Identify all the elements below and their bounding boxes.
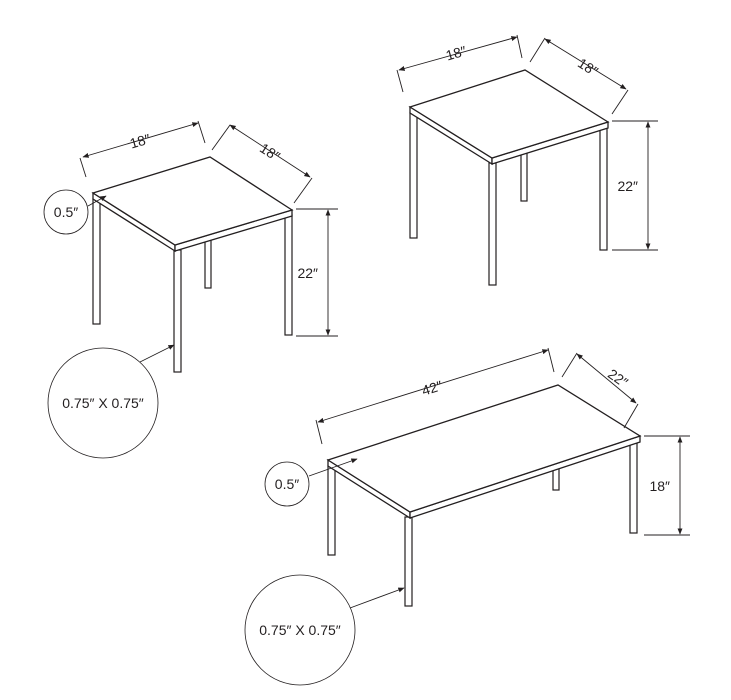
end-table-right: 18″ 18″ 22″ [396, 34, 658, 286]
leg-left [92, 198, 101, 325]
leg-size-callout [244, 574, 356, 686]
leg-right [284, 214, 293, 336]
thickness-label: 0.5″ [54, 204, 78, 220]
width-label: 42″ [420, 377, 444, 398]
width-label: 18″ [128, 130, 152, 151]
depth-label: 22″ [605, 366, 631, 391]
leg-front [404, 516, 413, 607]
depth-label: 18″ [575, 55, 601, 80]
tabletop [91, 156, 294, 246]
leg-size-label: 0.75″ X 0.75″ [259, 622, 341, 638]
height-label: 22″ [617, 178, 638, 194]
leg-size-label: 0.75″ X 0.75″ [62, 395, 144, 411]
width-dimension [82, 122, 199, 158]
width-dimension [317, 349, 549, 423]
width-dimension [398, 36, 518, 71]
depth-dimension [229, 124, 311, 178]
leg-right [599, 126, 608, 251]
thickness-callout [264, 461, 310, 507]
depth-label: 18″ [257, 140, 283, 165]
tabletop [408, 69, 610, 159]
height-label: 22″ [297, 265, 318, 281]
thickness-callout [43, 189, 89, 235]
leg-right [629, 440, 638, 534]
coffee-table: 42″ 22″ 18″ 0.5″ 0.75″ X 0.75″ [244, 347, 690, 686]
depth-dimension [576, 353, 637, 404]
leg-front [173, 249, 182, 373]
leg-front [488, 162, 497, 286]
depth-dimension [544, 38, 627, 90]
thickness-label: 0.5″ [275, 476, 299, 492]
end-table-left: 18″ 18″ 22″ 0.5″ 0.75″ X 0.75″ [43, 120, 338, 459]
leg-left [327, 465, 336, 556]
leg-size-callout [47, 347, 159, 459]
width-label: 18″ [444, 42, 468, 63]
leg-left [409, 112, 418, 239]
height-label: 18″ [649, 478, 670, 494]
